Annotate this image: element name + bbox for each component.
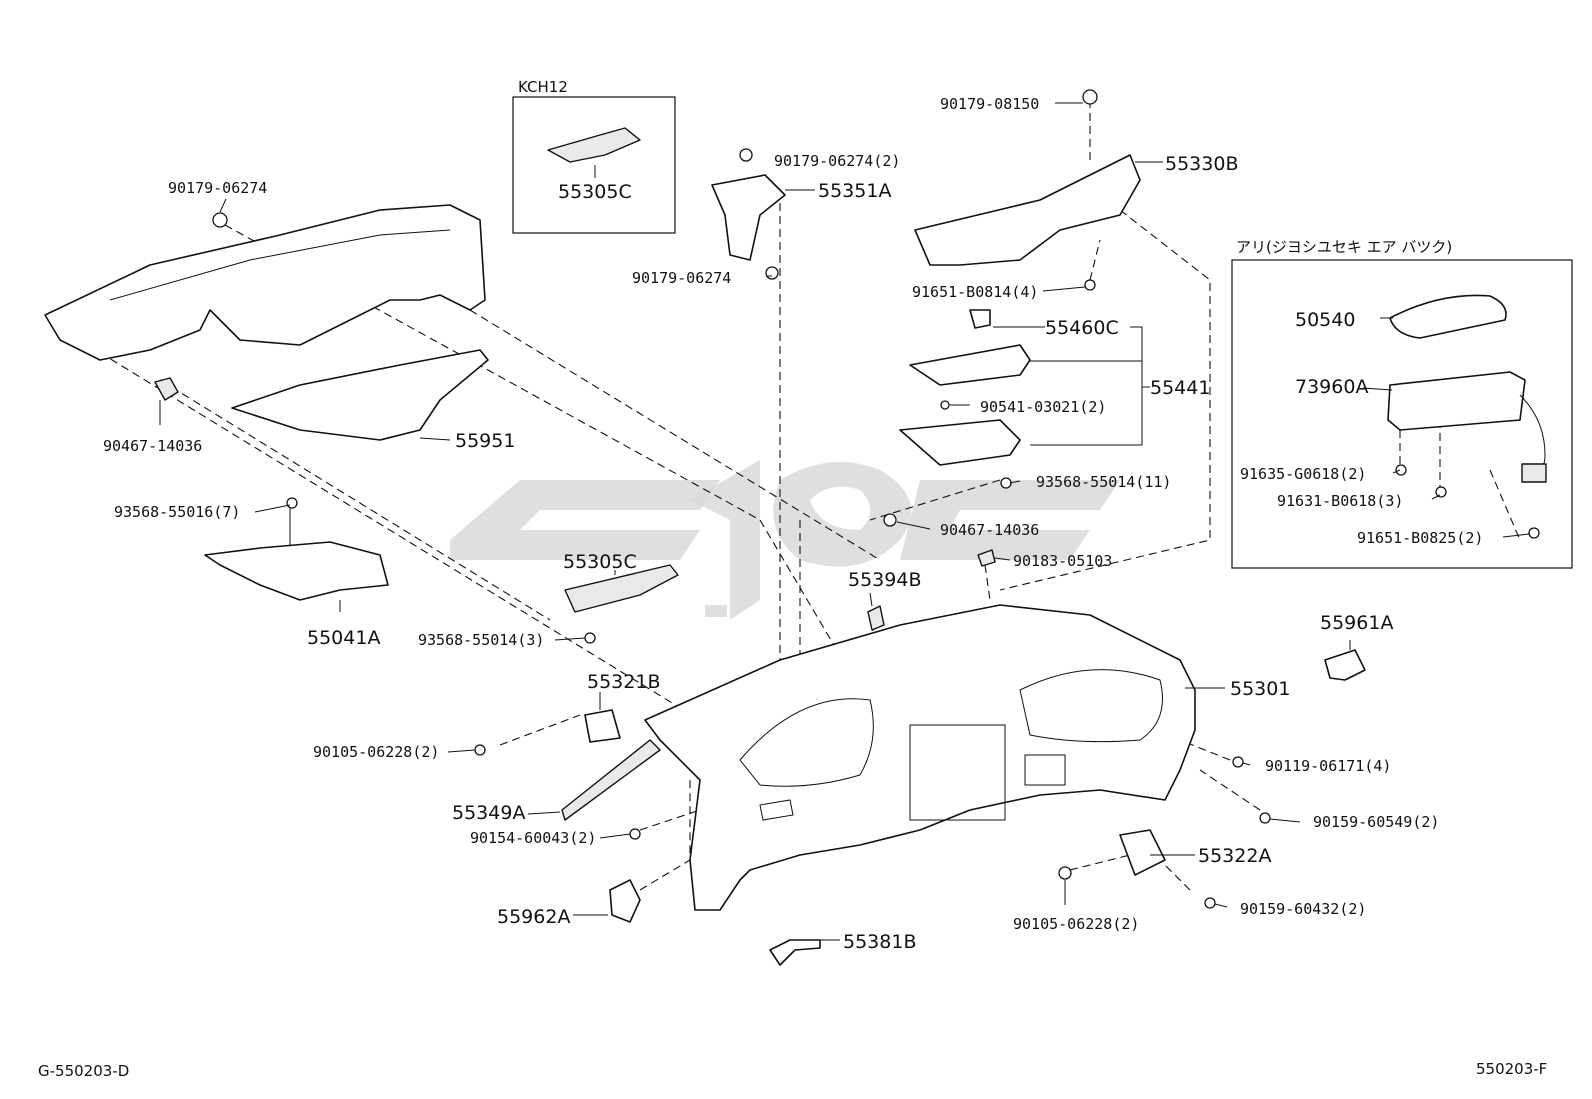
part-55961a-cap	[1324, 649, 1366, 681]
label-93568-55014-11: 93568-55014(11)	[1036, 473, 1171, 491]
label-90159-60549: 90159-60549(2)	[1313, 813, 1439, 831]
inset-kch12-title: KCH12	[518, 78, 568, 96]
part-55322a-bracket	[1119, 829, 1166, 876]
label-50540: 50540	[1295, 309, 1355, 331]
label-91635-g0618: 91635-G0618(2)	[1240, 465, 1366, 483]
upper-panel	[44, 204, 486, 401]
clip-90179-06274	[212, 212, 228, 228]
footer-left-code: G-550203-D	[38, 1062, 129, 1080]
inset-airbag-title: アリ(ジヨシユセキ エア バツク)	[1236, 238, 1452, 256]
label-55305c: 55305C	[563, 551, 637, 573]
inset-airbag-frame	[1231, 259, 1573, 569]
part-55951-duct	[231, 349, 489, 441]
label-90179-06274-left: 90179-06274	[168, 179, 267, 197]
label-55351a: 55351A	[818, 180, 891, 202]
label-90179-06274-bottom: 90179-06274	[632, 269, 731, 287]
part-55321b-bracket	[584, 709, 621, 743]
label-55961a: 55961A	[1320, 612, 1393, 634]
inset-airbag: アリ(ジヨシユセキ エア バツク)	[1231, 238, 1573, 569]
airbag-connector	[1521, 463, 1547, 483]
panel-vent	[759, 799, 794, 821]
label-90105-06228-right: 90105-06228(2)	[1013, 915, 1139, 933]
part-55305c-small	[547, 127, 641, 163]
part-55394b-clip	[867, 605, 885, 631]
label-90467-14036-right: 90467-14036	[940, 521, 1039, 539]
panel-switch-block	[1024, 754, 1066, 786]
part-55962a-cap	[609, 879, 641, 923]
inset-kch12-part: 55305C	[558, 181, 632, 203]
part-50540-cover	[1389, 294, 1507, 339]
part-55330b-support	[914, 154, 1141, 266]
part-55441-lid	[909, 344, 1031, 386]
part-73960a-module	[1387, 371, 1526, 431]
label-90541-03021: 90541-03021(2)	[980, 398, 1106, 416]
label-55322a: 55322A	[1198, 845, 1271, 867]
panel-cluster-opening	[1019, 669, 1163, 743]
label-90179-08150: 90179-08150	[940, 95, 1039, 113]
part-55441-box	[899, 419, 1021, 466]
label-55381b: 55381B	[843, 931, 916, 953]
panel-55301-body	[644, 604, 1196, 911]
part-labels: 90179-08150 55330B 90179-06274(2) 55351A…	[103, 95, 1483, 953]
label-90154-60043: 90154-60043(2)	[470, 829, 596, 847]
label-90183-05103: 90183-05103	[1013, 552, 1112, 570]
label-55460c: 55460C	[1045, 317, 1119, 339]
panel-upper-left	[44, 204, 486, 361]
footer-right-code: 550203-F	[1476, 1060, 1547, 1078]
label-90105-06228-left: 90105-06228(2)	[313, 743, 439, 761]
part-55349a-trim	[561, 739, 661, 821]
label-55330b: 55330B	[1165, 153, 1238, 175]
part-55351a-bracket	[711, 174, 786, 261]
label-93568-55014-3: 93568-55014(3)	[418, 631, 544, 649]
part-55460c	[969, 309, 991, 329]
label-55321b: 55321B	[587, 671, 660, 693]
label-55441: 55441	[1150, 377, 1210, 399]
label-90179-06274-2: 90179-06274(2)	[774, 152, 900, 170]
label-55349a: 55349A	[452, 802, 525, 824]
part-55381b-bracket	[769, 939, 821, 966]
inset-kch12: KCH12 55305C	[512, 78, 676, 234]
label-55962a: 55962A	[497, 906, 570, 928]
watermark-logo	[450, 460, 1120, 620]
part-55305c	[564, 564, 679, 613]
leader-lines	[54, 100, 1521, 891]
label-leaders	[159, 198, 1530, 908]
label-73960a: 73960A	[1295, 376, 1368, 398]
label-91651-b0825: 91651-B0825(2)	[1357, 529, 1483, 547]
label-55301: 55301	[1230, 678, 1290, 700]
label-55394b: 55394B	[848, 569, 921, 591]
clip-90467-14036-left	[154, 377, 179, 401]
label-93568-55016: 93568-55016(7)	[114, 503, 240, 521]
label-91631-b0618: 91631-B0618(3)	[1277, 492, 1403, 510]
label-55041a: 55041A	[307, 627, 380, 649]
instrument-panel	[644, 604, 1225, 911]
clip-90183-05103	[977, 549, 996, 567]
panel-glovebox-opening	[739, 698, 874, 787]
inset-kch12-frame	[512, 96, 676, 234]
part-55041a-cover	[204, 541, 389, 601]
label-90159-60432: 90159-60432(2)	[1240, 900, 1366, 918]
label-91651-b0814: 91651-B0814(4)	[912, 283, 1038, 301]
label-55951: 55951	[455, 430, 515, 452]
label-90467-14036-left: 90467-14036	[103, 437, 202, 455]
panel-center-stack	[909, 724, 1006, 821]
label-90119-06171: 90119-06171(4)	[1265, 757, 1391, 775]
